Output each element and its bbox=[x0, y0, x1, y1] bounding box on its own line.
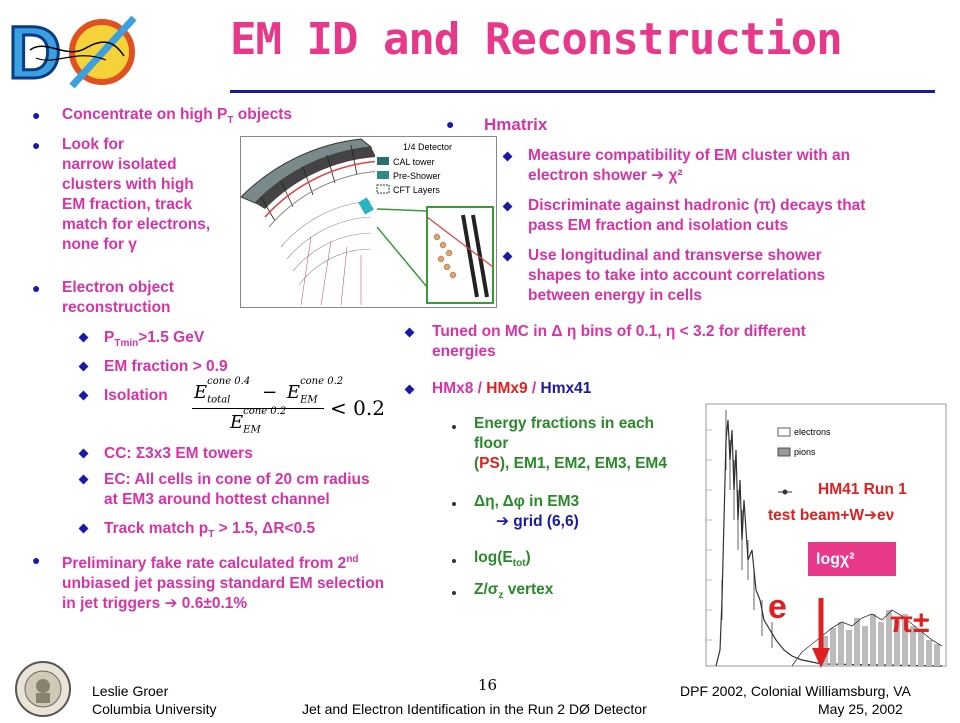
small-bullet-icon bbox=[452, 502, 456, 506]
small-bullet-icon bbox=[452, 425, 456, 429]
z-vertex: Z/σz vertex bbox=[474, 581, 554, 602]
log-etot: log(Etot) bbox=[474, 549, 531, 570]
logo-track bbox=[29, 41, 125, 57]
bullet-icon: ● bbox=[32, 107, 41, 123]
do-logo: D bbox=[6, 8, 156, 96]
page-number: 16 bbox=[478, 676, 498, 694]
bullet-icon: ● bbox=[32, 552, 41, 568]
diamond-bullet-icon bbox=[502, 151, 513, 162]
footer-date: May 25, 2002 bbox=[818, 701, 903, 717]
plot-hm41-label: HM41 Run 1 bbox=[818, 481, 907, 498]
university-seal bbox=[14, 660, 72, 718]
diamond-bullet-icon bbox=[404, 384, 415, 395]
hmatrix-histogram: electrons pions HM41 Run 1 test beam+W➔e… bbox=[692, 400, 950, 670]
detector-label: 1/4 Detector bbox=[403, 142, 453, 152]
bullet-fake-rate: Preliminary fake rate calculated from 2n… bbox=[62, 554, 385, 613]
bullet-icon: ● bbox=[32, 280, 41, 296]
bullet-icon: ● bbox=[446, 116, 455, 132]
diamond-bullet-icon bbox=[404, 327, 415, 338]
logo-slash bbox=[69, 15, 137, 89]
plot-e-label: e bbox=[768, 588, 787, 626]
diamond-bullet-icon bbox=[502, 201, 513, 212]
footer-name: Leslie Groer bbox=[92, 683, 169, 699]
tuned-mc: Tuned on MC in Δ η bins of 0.1, η < 3.2 … bbox=[432, 323, 806, 360]
hmatrix-compat: Measure compatibility of EM cluster with… bbox=[528, 147, 851, 184]
diamond-bullet-icon bbox=[78, 332, 89, 343]
plot-legend-electrons: electrons bbox=[794, 427, 831, 437]
plot-pi-label: π± bbox=[890, 606, 930, 639]
diamond-bullet-icon bbox=[78, 448, 89, 459]
page-title: EM ID and Reconstruction bbox=[230, 14, 843, 65]
sub-ptmin: PTmin>1.5 GeV bbox=[104, 329, 205, 350]
small-bullet-icon bbox=[452, 591, 456, 595]
footer-university: Columbia University bbox=[92, 701, 217, 717]
diamond-bullet-icon bbox=[78, 390, 89, 401]
bullet-electron-reco: Electron object reconstruction bbox=[62, 279, 174, 316]
detector-figure: 1/4 Detector CAL tower Pre-Shower CFT La… bbox=[240, 136, 497, 308]
delta-eta-phi: Δη, Δφ in EM3 ➔ grid (6,6) bbox=[474, 493, 580, 530]
diamond-bullet-icon bbox=[78, 474, 89, 485]
diamond-bullet-icon bbox=[502, 251, 513, 262]
footer-conference: DPF 2002, Colonial Williamsburg, VA bbox=[680, 683, 911, 699]
hmx-versions: HMx8 / HMx9 / Hmx41 bbox=[432, 380, 592, 397]
plot-legend-pions: pions bbox=[794, 447, 816, 457]
diamond-bullet-icon bbox=[78, 523, 89, 534]
plot-testbeam-label: test beam+W➔eν bbox=[768, 507, 895, 524]
sub-track-match: Track match pT > 1.5, ΔR<0.5 bbox=[104, 520, 316, 541]
title-rule bbox=[230, 90, 935, 93]
bullet-icon: ● bbox=[32, 137, 41, 153]
logo-d: D bbox=[8, 11, 61, 92]
hmatrix-heading: Hmatrix bbox=[484, 115, 548, 134]
sub-cc: CC: Σ3x3 EM towers bbox=[104, 445, 253, 462]
arrow-down-icon bbox=[812, 598, 830, 668]
bullet-high-pt: Concentrate on high PT objects bbox=[62, 106, 293, 127]
legend-preshower: Pre-Shower bbox=[393, 171, 441, 181]
legend-cal: CAL tower bbox=[393, 157, 435, 167]
hmatrix-discriminate: Discriminate against hadronic (π) decays… bbox=[528, 197, 866, 234]
bullet-look-for: Look for narrow isolated clusters with h… bbox=[62, 136, 211, 253]
plot-xlabel: logχ² bbox=[816, 551, 855, 568]
legend-cft: CFT Layers bbox=[393, 185, 440, 195]
sub-em-fraction: EM fraction > 0.9 bbox=[104, 358, 228, 375]
small-bullet-icon bbox=[452, 559, 456, 563]
sub-ec: EC: All cells in cone of 20 cm radius at… bbox=[104, 471, 370, 508]
footer-talk-title: Jet and Electron Identification in the R… bbox=[302, 701, 647, 717]
sub-isolation: Isolation bbox=[104, 387, 168, 404]
diamond-bullet-icon bbox=[78, 361, 89, 372]
